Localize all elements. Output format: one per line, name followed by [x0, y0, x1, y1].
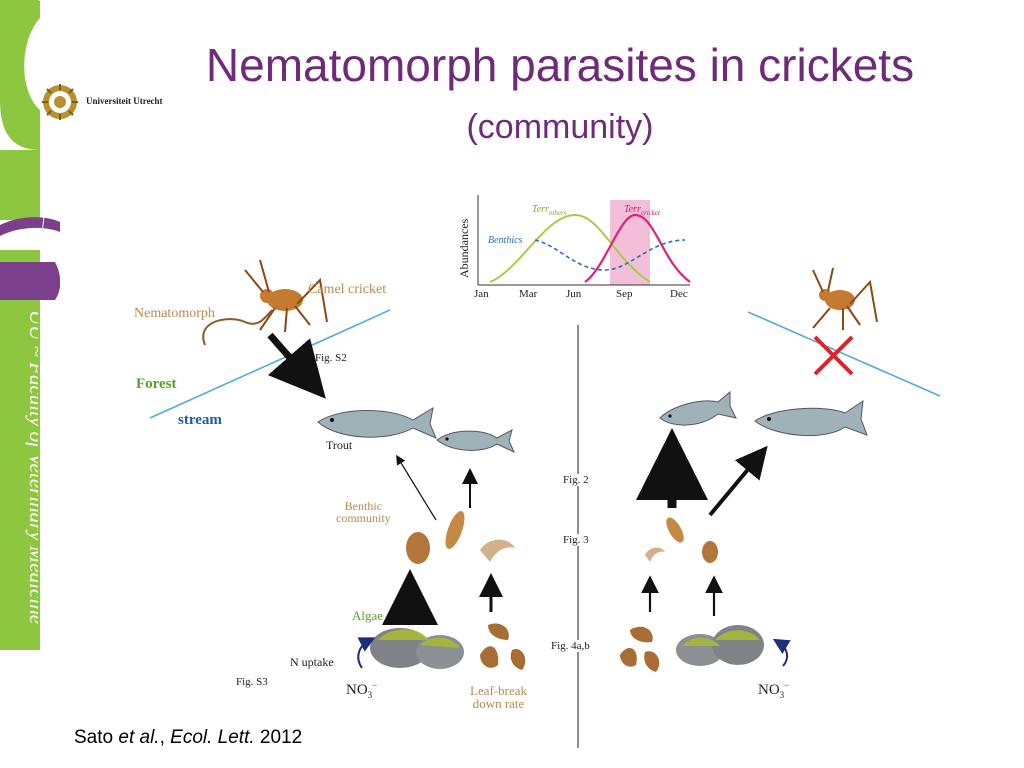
month-tick-dec: Dec: [670, 288, 688, 300]
university-seal-icon: [42, 84, 78, 120]
benthics-curve: [534, 239, 686, 271]
algae-rocks-left-icon: [370, 628, 464, 669]
n-uptake-label: N uptake: [290, 655, 334, 669]
nematomorph-label: Nematomorph: [134, 306, 215, 321]
terr-cricket-label: Terrcricket: [624, 204, 660, 217]
camel-cricket-right-icon: [812, 267, 878, 330]
cricket-to-trout-arrow: [267, 332, 326, 399]
sidebar-faculty-text: UU ~ Faculty of Veterinary Medicine: [25, 310, 38, 624]
algae-rocks-right-icon: [676, 625, 764, 666]
nitrate-label-right: NO3−: [758, 680, 790, 700]
fig-s2-label: Fig. S2: [315, 352, 347, 364]
forest-label: Forest: [136, 376, 177, 392]
month-tick-jun: Jun: [566, 288, 582, 300]
trout-large-left-icon: [317, 406, 437, 439]
trout-small-left-icon: [436, 429, 516, 454]
terr-cricket-curve: [584, 213, 691, 283]
terr-others-label: Terrothers: [532, 204, 567, 217]
benthics-label: Benthics: [488, 235, 523, 246]
leaves-right-icon: [620, 626, 660, 672]
algae-label: Algae: [352, 608, 384, 623]
benthic-insects-left-icon: [406, 511, 515, 564]
trout-small-right-icon: [659, 390, 737, 426]
fig-3-label: Fig. 3: [561, 534, 591, 546]
nitrate-label-left: NO3−: [346, 680, 378, 700]
camel-cricket-label: Camel cricket: [308, 282, 387, 297]
university-logo-text: Universiteit Utrecht: [86, 96, 163, 106]
month-tick-mar: Mar: [519, 288, 538, 300]
svg-text:Abundances: Abundances: [457, 218, 471, 278]
page-title: Nematomorph parasites in crickets: [205, 39, 915, 91]
sidebar-decoration: [0, 0, 60, 768]
fig-2-label: Fig. 2: [561, 474, 591, 486]
month-tick-jan: Jan: [474, 288, 489, 300]
citation: Sato et al., Ecol. Lett. 2012: [74, 727, 303, 748]
leaves-left-icon: [480, 623, 526, 670]
fig-s3-label: Fig. S3: [236, 676, 268, 688]
month-tick-sep: Sep: [616, 288, 633, 300]
n-uptake-arrow-left: [357, 637, 376, 669]
n-uptake-arrow-right: [772, 638, 791, 667]
page-subtitle: (community): [466, 108, 654, 146]
inset-ylabel: Abundances: [456, 198, 471, 278]
forest-stream-boundary-right: [747, 311, 941, 397]
benthic-to-trout-arrow-thin: [396, 454, 437, 521]
fig-4ab-label: Fig. 4a,b: [549, 640, 592, 652]
benthic-to-large-trout-arrow: [708, 445, 768, 517]
stream-label: stream: [178, 412, 222, 428]
forest-stream-boundary-left: [149, 309, 391, 419]
sidebar-text: UU ~ Faculty of Veterinary Medicine: [25, 310, 38, 624]
benthic-insects-right-icon: [645, 517, 718, 563]
trout-large-right-icon: [754, 399, 868, 436]
terr-others-curve: [489, 213, 651, 283]
trout-label: Trout: [326, 438, 353, 452]
removed-cross-icon: [813, 335, 854, 376]
